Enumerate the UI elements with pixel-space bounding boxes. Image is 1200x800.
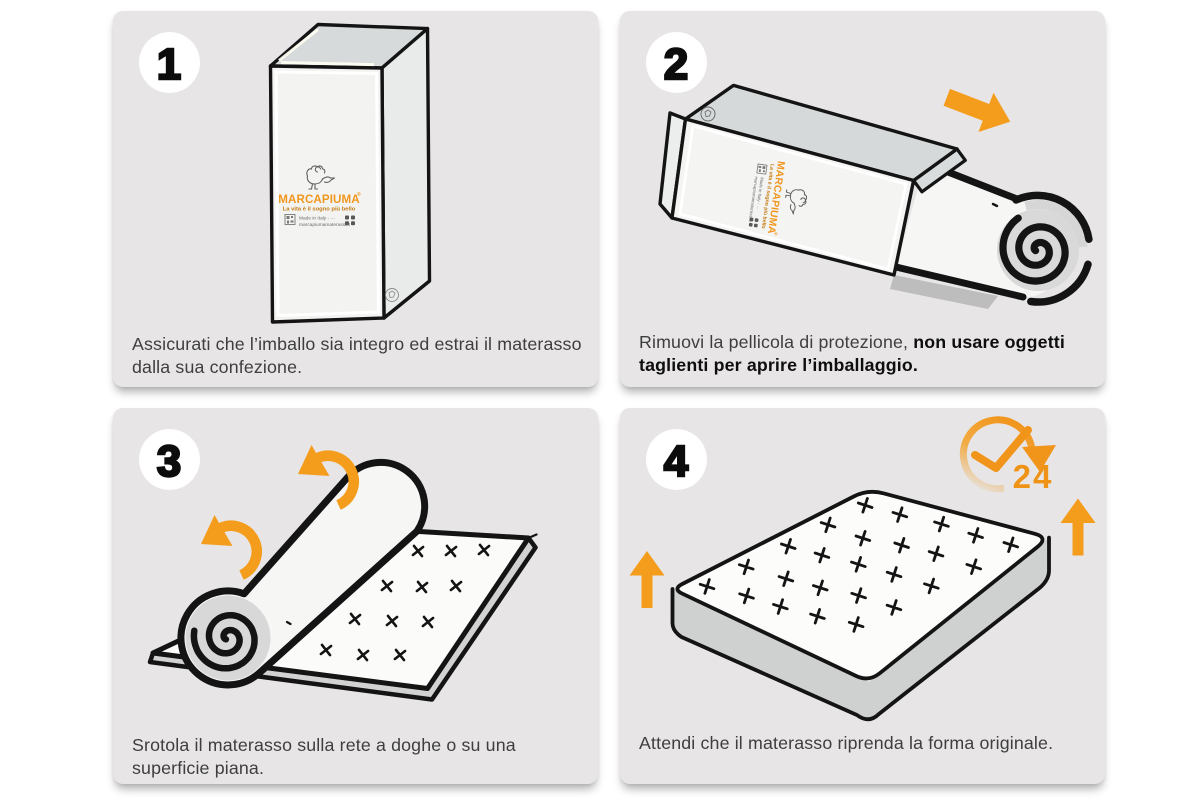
svg-text:Made in Italy - ···: Made in Italy - ··· — [299, 216, 336, 222]
svg-text:®: ® — [773, 232, 779, 237]
svg-text:24: 24 — [1013, 458, 1054, 495]
svg-text:marcapiumamaterassi.it: marcapiumamaterassi.it — [299, 222, 351, 228]
svg-text:MARCAPIUMA: MARCAPIUMA — [278, 193, 360, 206]
svg-text:Made in Italy - ···: Made in Italy - ··· — [755, 177, 764, 210]
svg-text:La vita è il sogno più bello: La vita è il sogno più bello — [283, 207, 356, 213]
svg-text:2: 2 — [664, 40, 688, 89]
svg-text:4: 4 — [664, 437, 689, 486]
svg-text:1: 1 — [157, 40, 181, 89]
svg-text:®: ® — [357, 191, 361, 198]
svg-text:3: 3 — [157, 437, 181, 486]
svg-text:marcapiumamaterassi.it: marcapiumamaterassi.it — [748, 176, 759, 223]
